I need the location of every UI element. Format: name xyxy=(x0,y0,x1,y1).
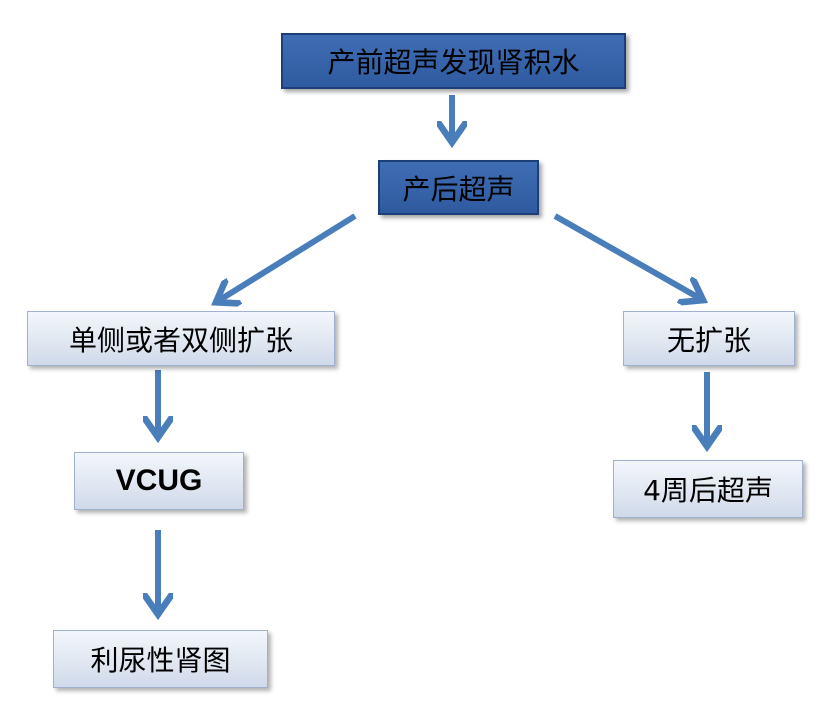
node-label: 4周后超声 xyxy=(643,474,773,507)
node-label: 利尿性肾图 xyxy=(90,644,231,677)
node-postnatal-ultrasound: 产后超声 xyxy=(378,160,539,215)
node-antenatal-hydronephrosis: 产前超声发现肾积水 xyxy=(281,33,626,89)
node-label: 产后超声 xyxy=(402,172,515,206)
node-followup-ultrasound: 4周后超声 xyxy=(613,460,803,518)
node-label: VCUG xyxy=(115,464,203,497)
node-no-dilation: 无扩张 xyxy=(623,311,795,366)
node-unilateral-bilateral-dilation: 单侧或者双侧扩张 xyxy=(27,311,335,366)
node-label: 产前超声发现肾积水 xyxy=(327,46,580,79)
node-label: 单侧或者双侧扩张 xyxy=(68,323,293,357)
arrow-postnatal-to-dilation xyxy=(218,213,357,301)
node-vcug: VCUG xyxy=(74,452,244,510)
node-label: 无扩张 xyxy=(666,323,751,357)
arrow-postnatal-to-nodilation xyxy=(553,213,701,299)
node-diuretic-renogram: 利尿性肾图 xyxy=(53,630,268,688)
